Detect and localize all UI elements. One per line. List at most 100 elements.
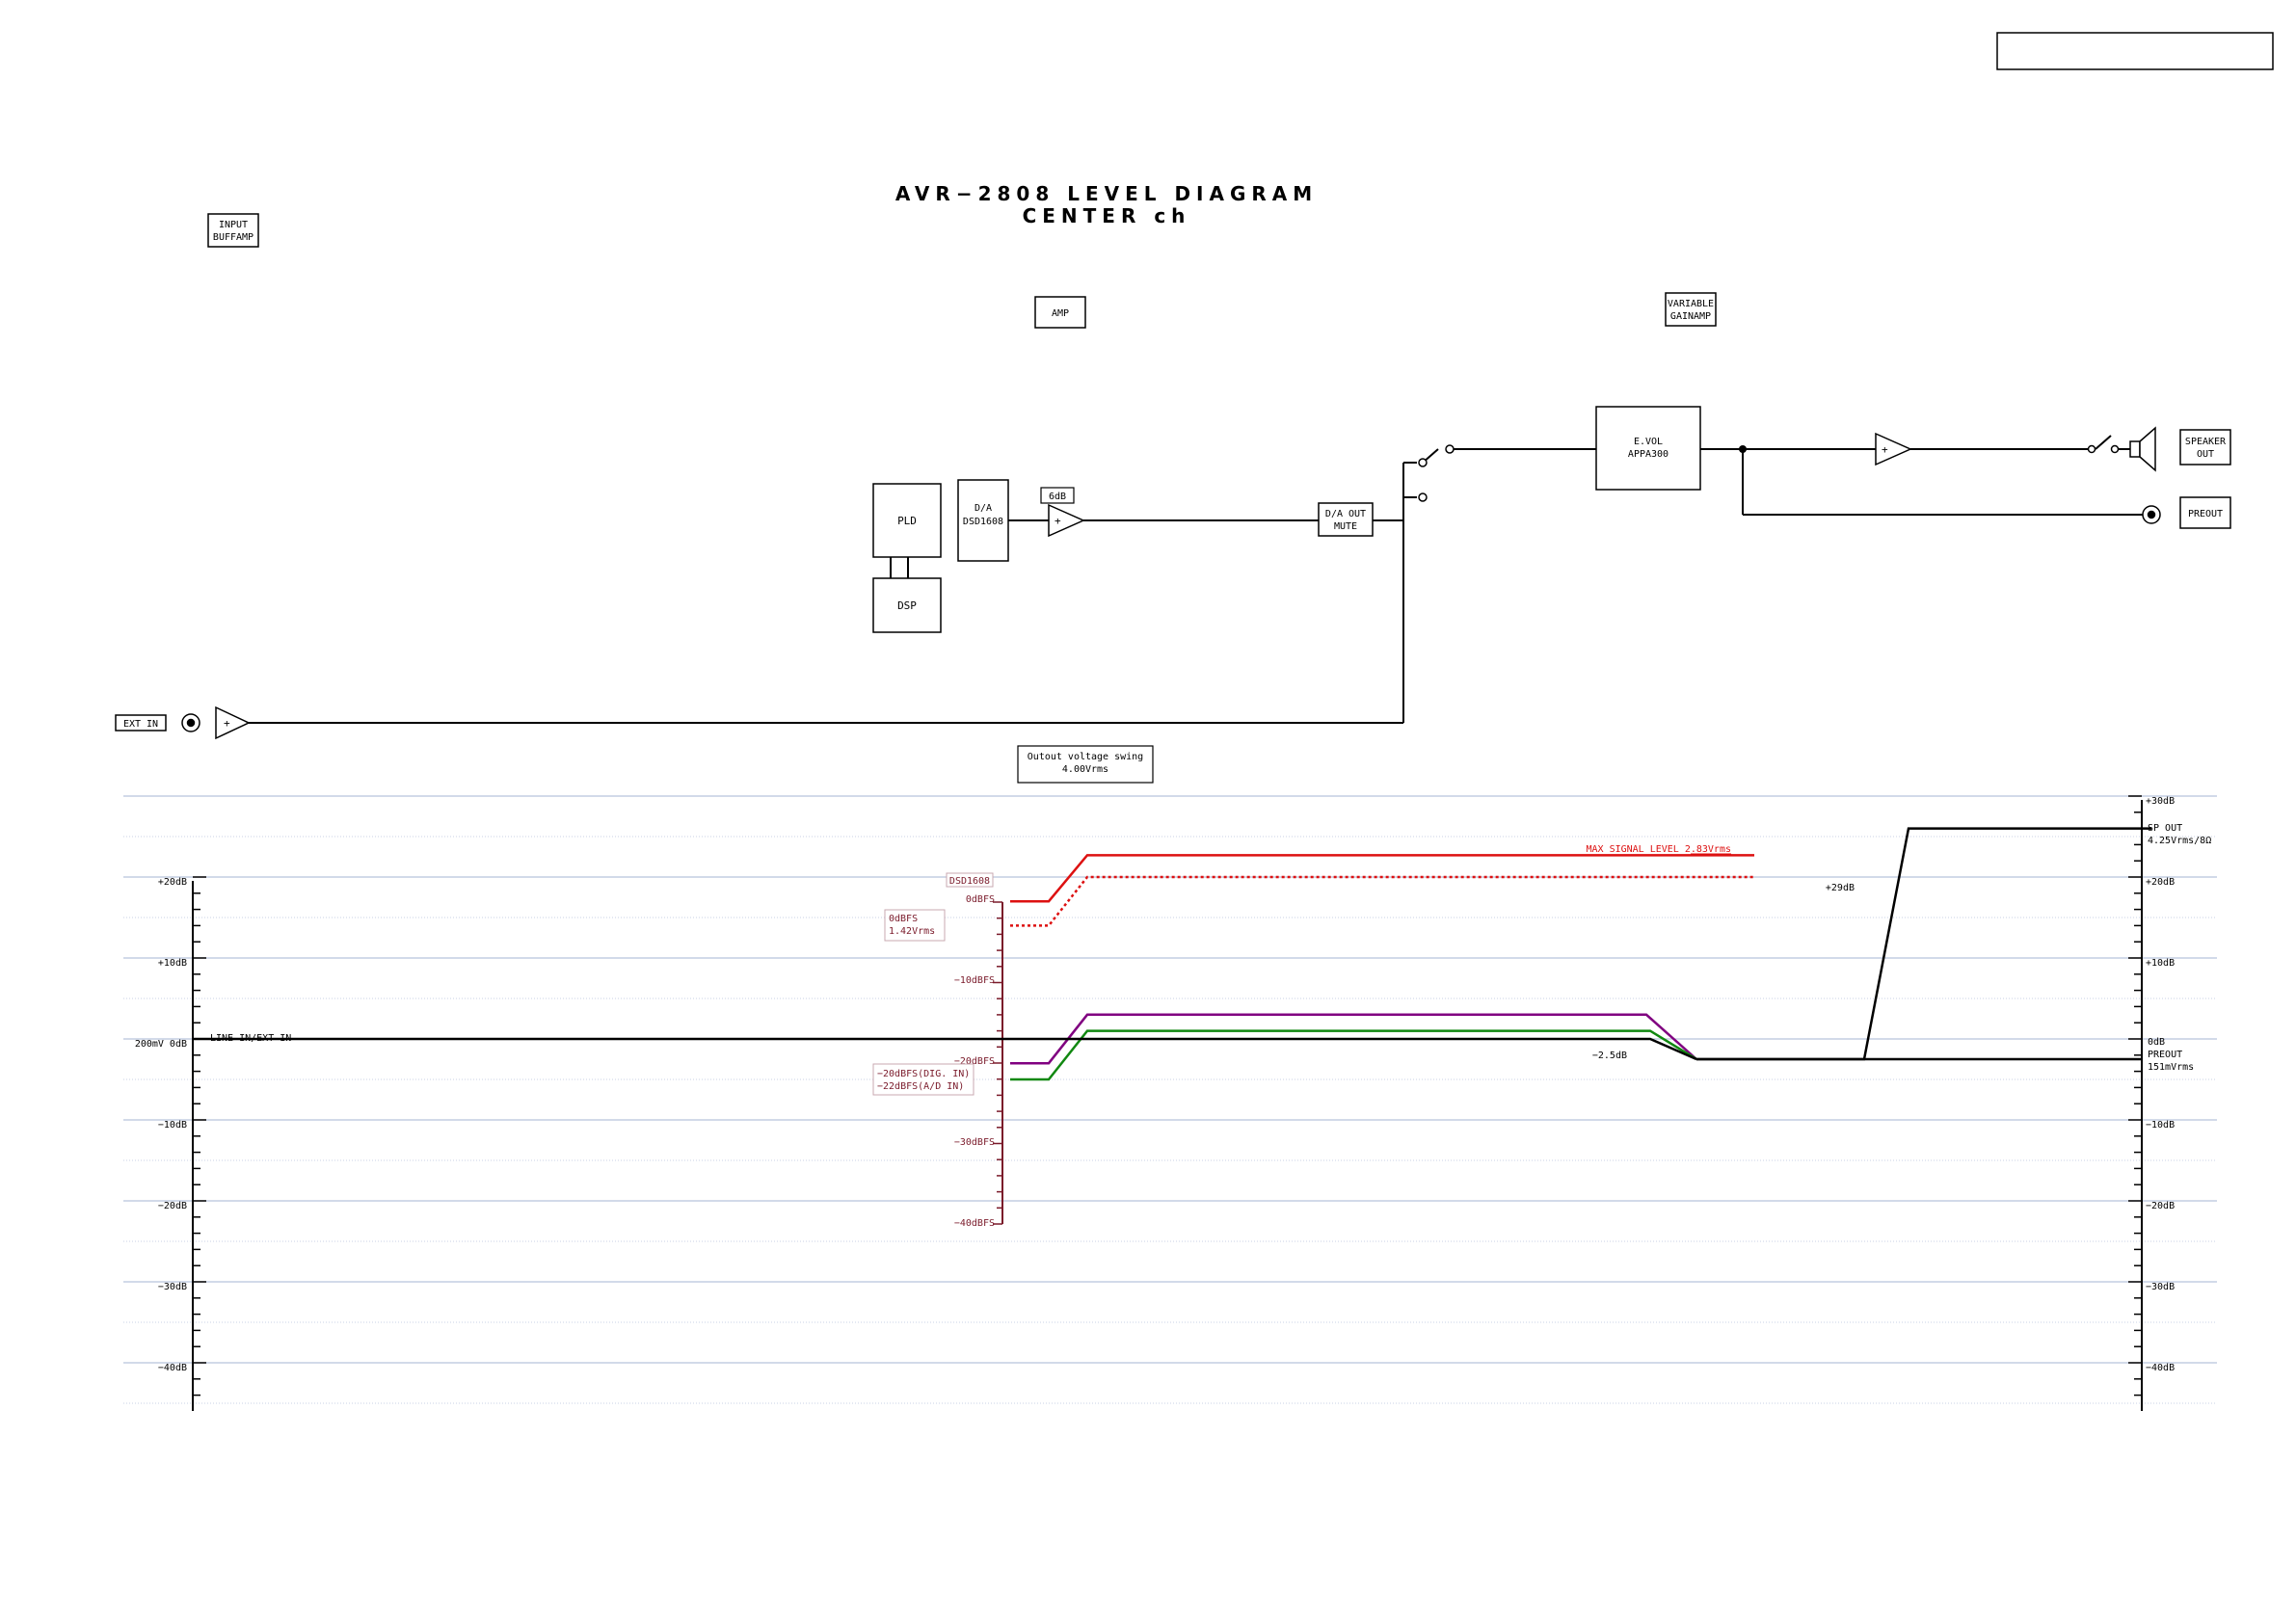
input-buffamp-label: INPUT BUFFAMP <box>207 213 259 248</box>
svg-text:VARIABLE: VARIABLE <box>1668 299 1714 309</box>
svg-text:0dBFS: 0dBFS <box>889 914 918 924</box>
amplifier-ext-in: + <box>215 705 251 740</box>
right-tick-label: −30dB <box>2146 1282 2175 1292</box>
svg-text:INPUT: INPUT <box>219 220 248 230</box>
left-axis-minor-ticks <box>193 876 206 1397</box>
preout-chart-label: PREOUT <box>2148 1050 2182 1060</box>
svg-text:DSD1608: DSD1608 <box>949 876 990 887</box>
diagram-title: AVR−2808 LEVEL DIAGRAM <box>895 182 1318 205</box>
svg-text:DSP: DSP <box>897 599 917 612</box>
variable-gainamp-label: VARIABLE GAINAMP <box>1665 292 1717 327</box>
preout-0db-label: 0dB <box>2148 1037 2165 1048</box>
selector-contact-2 <box>1418 492 1428 502</box>
svg-text:−20dBFS(DIG. IN): −20dBFS(DIG. IN) <box>877 1069 970 1079</box>
amplifier-power: + <box>1875 432 1912 466</box>
dsp-block: DSP <box>872 577 942 633</box>
series-output-stage <box>1696 827 2151 1061</box>
gain-6db-label: 6dB <box>1040 487 1075 504</box>
svg-text:MUTE: MUTE <box>1334 521 1357 532</box>
minus-2-5db-label: −2.5dB <box>1592 1051 1627 1061</box>
svg-text:1.42Vrms: 1.42Vrms <box>889 926 935 937</box>
right-tick-label: +20dB <box>2146 877 2175 888</box>
digital-input-level-label: −20dBFS(DIG. IN) −22dBFS(A/D IN) <box>872 1063 974 1096</box>
svg-text:BUFFAMP: BUFFAMP <box>213 232 254 243</box>
svg-text:PREOUT: PREOUT <box>2188 509 2223 519</box>
svg-text:DSD1608: DSD1608 <box>963 517 1003 527</box>
sp-out-label: SP OUT <box>2148 823 2182 834</box>
left-tick-label: −40dB <box>158 1363 187 1373</box>
max-signal-level-label: MAX SIGNAL LEVEL 2.83Vrms <box>1586 844 1731 855</box>
selector-contact-1 <box>1418 458 1428 467</box>
sp-out-voltage-label: 4.25Vrms/8Ω <box>2148 836 2211 846</box>
ext-in-label: EXT IN <box>115 714 167 732</box>
junction-dot <box>1739 445 1747 453</box>
svg-text:OUT: OUT <box>2197 449 2214 460</box>
series-max-signal <box>1010 854 1754 903</box>
series-layer <box>193 827 2151 1081</box>
right-tick-label: +10dB <box>2146 958 2175 969</box>
right-axis-minor-ticks <box>2128 795 2142 1397</box>
right-tick-label: −20dB <box>2146 1201 2175 1211</box>
speaker-icon <box>2129 426 2156 472</box>
svg-text:AMP: AMP <box>1052 308 1069 319</box>
signal-path <box>239 435 2144 724</box>
reference-200mv-label: 200mV 0dB <box>135 1039 187 1050</box>
svg-text:E.VOL: E.VOL <box>1634 437 1663 447</box>
plus-29db-label: +29dB <box>1826 883 1855 893</box>
series-max-signal-reference <box>1010 875 1754 927</box>
svg-text:PLD: PLD <box>897 515 917 527</box>
amp-label: AMP <box>1034 296 1086 329</box>
dbfs-tick-label: −10dBFS <box>954 975 995 986</box>
svg-text:4.00Vrms: 4.00Vrms <box>1062 764 1108 775</box>
series-digital-input <box>1010 1013 1697 1065</box>
amplifier-6db: + <box>1048 503 1085 538</box>
left-tick-label: −30dB <box>158 1282 187 1292</box>
dbfs-scale-ticks <box>993 901 1002 1225</box>
dbfs-tick-label: 0dBFS <box>966 894 995 905</box>
dbfs-tick-label: −20dBFS <box>954 1056 995 1067</box>
pld-block: PLD <box>872 483 942 558</box>
svg-text:APPA300: APPA300 <box>1628 449 1669 460</box>
da-converter-block: D/A DSD1608 <box>957 479 1009 562</box>
svg-text:+: + <box>224 717 230 730</box>
ext-in-jack-icon <box>181 713 200 732</box>
dbfs-tick-label: −30dBFS <box>954 1137 995 1148</box>
left-tick-label: −10dB <box>158 1120 187 1131</box>
left-tick-label: +10dB <box>158 958 187 969</box>
grid-lines <box>123 795 2217 1404</box>
left-tick-label: −20dB <box>158 1201 187 1211</box>
series-ad-input <box>1010 1029 1697 1081</box>
relay-contact-2 <box>2110 444 2120 454</box>
svg-text:Outout voltage swing: Outout voltage swing <box>1028 752 1143 762</box>
dbfs-tick-label: −40dBFS <box>954 1218 995 1229</box>
svg-text:6dB: 6dB <box>1049 492 1066 502</box>
preout-voltage-label: 151mVrms <box>2148 1062 2194 1073</box>
title-block <box>1996 32 2274 70</box>
svg-text:D/A: D/A <box>974 503 992 514</box>
svg-text:EXT IN: EXT IN <box>123 719 158 730</box>
svg-text:+: + <box>1055 515 1061 527</box>
speaker-out-label: SPEAKER OUT <box>2179 429 2231 466</box>
selector-common <box>1445 444 1455 454</box>
output-voltage-swing-label: Outout voltage swing 4.00Vrms <box>1017 745 1154 784</box>
right-tick-label: −40dB <box>2146 1363 2175 1373</box>
diagram-subtitle: CENTER ch <box>1023 204 1191 227</box>
svg-text:+: + <box>1882 443 1888 456</box>
svg-text:SPEAKER: SPEAKER <box>2185 437 2227 447</box>
right-tick-label: +30dB <box>2146 796 2175 807</box>
svg-text:D/A OUT: D/A OUT <box>1325 509 1366 519</box>
relay-contact-1 <box>2087 444 2096 454</box>
dsd1608-scale-label: DSD1608 <box>946 872 994 888</box>
right-tick-label: −10dB <box>2146 1120 2175 1131</box>
level-chart: +20dB +10dB −10dB −20dB −30dB −40dB 200m… <box>123 795 2217 1411</box>
evol-block: E.VOL APPA300 <box>1595 406 1701 491</box>
svg-text:GAINAMP: GAINAMP <box>1670 311 1711 322</box>
da-out-mute-block: D/A OUT MUTE <box>1318 502 1374 537</box>
left-tick-label: +20dB <box>158 877 187 888</box>
svg-text:−22dBFS(A/D IN): −22dBFS(A/D IN) <box>877 1081 964 1092</box>
preout-jack-icon <box>2142 505 2161 524</box>
series-line-input <box>193 1037 1697 1061</box>
preout-label: PREOUT <box>2179 496 2231 529</box>
odbfs-1-42vrms-label: 0dBFS 1.42Vrms <box>884 909 946 942</box>
